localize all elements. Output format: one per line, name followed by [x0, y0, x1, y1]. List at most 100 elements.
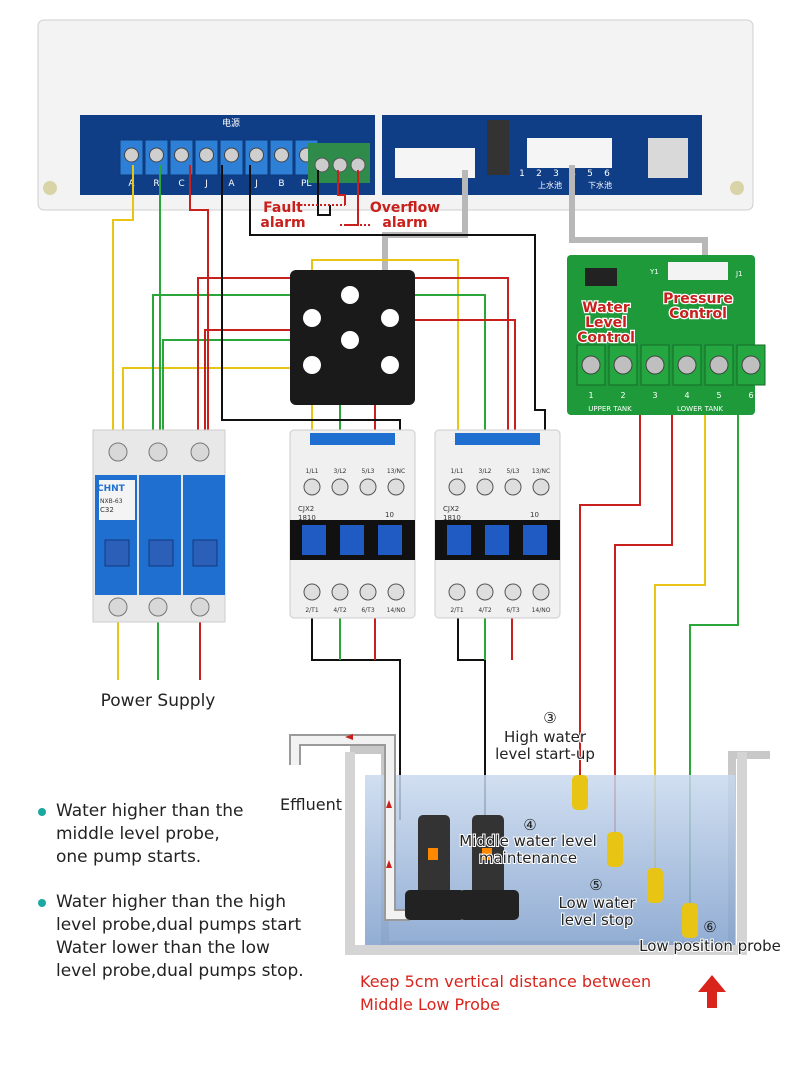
contactor-bottom-terminal: 2/T1	[450, 607, 464, 614]
probe-number-badge: ④	[523, 816, 536, 834]
contactor-model: CJX2	[443, 505, 459, 513]
contactor-code: 1810	[443, 514, 461, 522]
probe-number: 1	[519, 169, 525, 179]
power-label: 电源	[222, 117, 240, 129]
pump-left	[405, 815, 465, 920]
up-arrow-icon	[698, 975, 726, 1008]
explanation-item-1: Water higher than the middle level probe…	[38, 800, 338, 869]
probe-number: 5	[587, 169, 593, 179]
pcb-lower-tank: LOWER TANK	[677, 405, 723, 413]
contactor-1: 1/L1 3/L2 5/L3 13/NC 2/T1 4/T2 6/T3 14/NO CJX218…	[289, 429, 416, 619]
contactor-bottom-terminal: 14/NO	[532, 607, 551, 614]
contactor-top-terminal: 1/L1	[451, 468, 464, 475]
pcb-terminal-number: 5	[716, 391, 721, 400]
socket-hole	[303, 309, 321, 327]
contactor-top-terminal: 3/L2	[479, 468, 492, 475]
pcb-switch	[585, 268, 617, 286]
pcb-terminal-number: 6	[748, 391, 753, 400]
probe-number: 6	[604, 169, 610, 179]
pcb-terminal-number: 4	[684, 391, 689, 400]
contactor-top-terminal: 13/NC	[387, 468, 405, 475]
probe-low	[647, 868, 663, 903]
terminal-label: R	[153, 179, 159, 189]
explanation-text-1: Water higher than the middle level probe…	[56, 801, 244, 867]
probe-high	[572, 775, 588, 810]
probe-middle	[607, 832, 623, 867]
screw-hole-left	[43, 181, 57, 195]
power-supply-label: Power Supply	[101, 691, 216, 711]
contactor-code: 1810	[298, 514, 316, 522]
breaker-model: NXB-63	[100, 498, 123, 505]
ribbon-connector-1	[395, 148, 475, 178]
contactor-aux: 10	[385, 511, 394, 519]
contactor-bottom-terminal: 4/T2	[478, 607, 492, 614]
probe-number-badge: ③	[543, 709, 556, 727]
socket-hole	[381, 356, 399, 374]
explanation-list: Water higher than the middle level probe…	[38, 800, 338, 1005]
contactor-top-terminal: 13/NC	[532, 468, 550, 475]
probe-number: 2	[536, 169, 542, 179]
ribbon-connector-2	[527, 138, 612, 168]
contactor-bottom-terminal: 2/T1	[305, 607, 319, 614]
dip-switch	[487, 120, 509, 175]
terminal-label: J	[204, 179, 208, 189]
breaker-brand: CHNT	[97, 484, 126, 494]
explanation-text-2: Water higher than the high level probe,d…	[56, 892, 304, 981]
probe-lowest	[682, 903, 698, 938]
fuse-holder	[648, 138, 688, 178]
pump-right	[459, 815, 519, 920]
terminal-label: PE	[301, 179, 312, 189]
probe-number-badge: ⑤	[589, 876, 602, 894]
probe-number: 3	[553, 169, 559, 179]
contactor-top-terminal: 3/L2	[334, 468, 347, 475]
screw-hole-right	[730, 181, 744, 195]
contactor-bottom-terminal: 6/T3	[361, 607, 375, 614]
contactor-model: CJX2	[298, 505, 314, 513]
pcb-chip-label: Y1	[649, 268, 659, 276]
contactor-top-terminal: 5/L3	[507, 468, 520, 475]
distance-note: Keep 5cm vertical distance between Middl…	[360, 972, 652, 1014]
explanation-item-2: Water higher than the high level probe,d…	[38, 891, 338, 983]
flow-arrow	[345, 734, 353, 740]
relay-socket-holes	[303, 286, 399, 374]
terminal-label: J	[254, 179, 258, 189]
contactor-bottom-terminal: 4/T2	[333, 607, 347, 614]
pcb-terminal-number: 3	[652, 391, 657, 400]
socket-hole	[303, 356, 321, 374]
contactor-top-terminal: 1/L1	[306, 468, 319, 475]
terminal-label: C	[178, 179, 184, 189]
upper-tank-cn: 上水池	[538, 180, 562, 190]
lower-tank-cn: 下水池	[588, 180, 612, 190]
socket-hole	[341, 331, 359, 349]
contactor-bottom-terminal: 6/T3	[506, 607, 520, 614]
contactor-bottom-terminal: 14/NO	[387, 607, 406, 614]
terminal-label: A	[128, 179, 135, 189]
pcb-upper-tank: UPPER TANK	[588, 405, 632, 413]
probe-number-badge: ⑥	[703, 918, 716, 936]
probe-description: Low position probe	[639, 937, 781, 955]
pcb-terminal-number: 1	[588, 391, 593, 400]
pcb-terminal-block: 1 2 3 4 5 6	[576, 344, 766, 400]
pcb-terminal-number: 2	[620, 391, 625, 400]
effluent-label: Effluent	[280, 795, 342, 814]
pcb-jack	[668, 262, 728, 280]
terminal-label: B	[278, 179, 284, 189]
breaker-rating: C32	[100, 506, 114, 514]
contactor-2: 1/L1 3/L2 5/L3 13/NC 2/T1 4/T2 6/T3 14/NO CJX218…	[434, 429, 561, 619]
socket-hole	[381, 309, 399, 327]
socket-hole	[341, 286, 359, 304]
terminal-label: A	[228, 179, 235, 189]
breaker-screws	[108, 442, 210, 617]
contactor-top-terminal: 5/L3	[362, 468, 375, 475]
